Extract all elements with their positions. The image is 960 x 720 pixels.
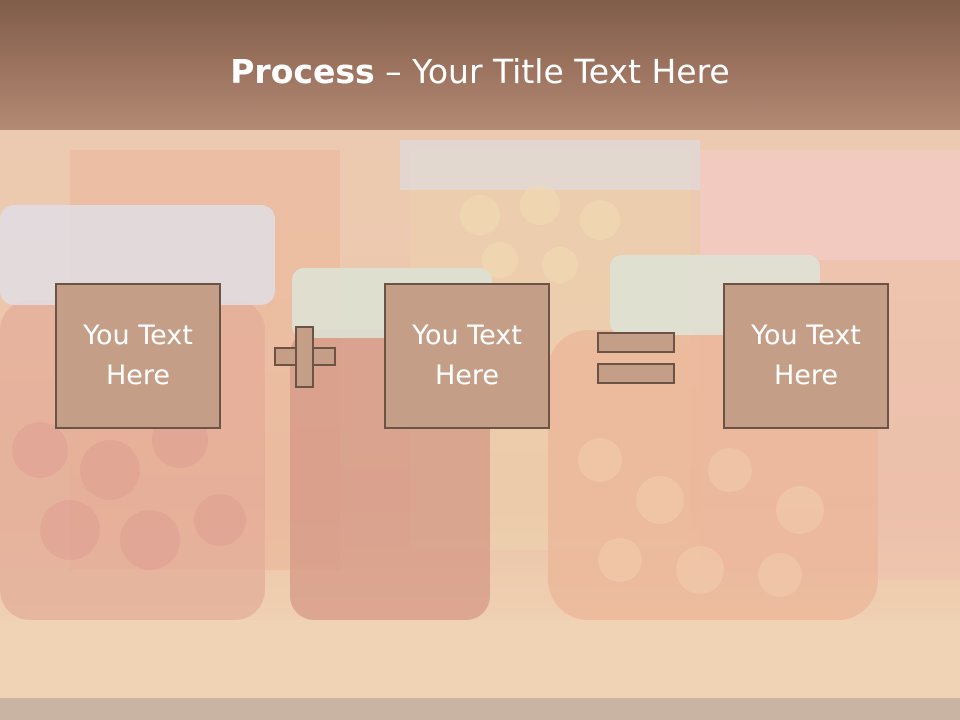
plus-icon[interactable] <box>274 326 336 388</box>
title-band <box>0 0 960 130</box>
shelf-edge <box>0 698 960 720</box>
text-box-1[interactable]: You Text Here <box>55 283 221 429</box>
text-box-3-label: You Text Here <box>751 320 861 391</box>
title-bold: Process <box>230 52 375 91</box>
text-box-1-label: You Text Here <box>83 320 193 391</box>
title-rest: – Your Title Text Here <box>374 52 730 91</box>
text-box-2-label: You Text Here <box>412 320 522 391</box>
equals-icon[interactable] <box>597 332 675 384</box>
text-box-2[interactable]: You Text Here <box>384 283 550 429</box>
slide-title[interactable]: Process – Your Title Text Here <box>0 52 960 91</box>
shelf <box>0 620 960 698</box>
text-box-3[interactable]: You Text Here <box>723 283 889 429</box>
